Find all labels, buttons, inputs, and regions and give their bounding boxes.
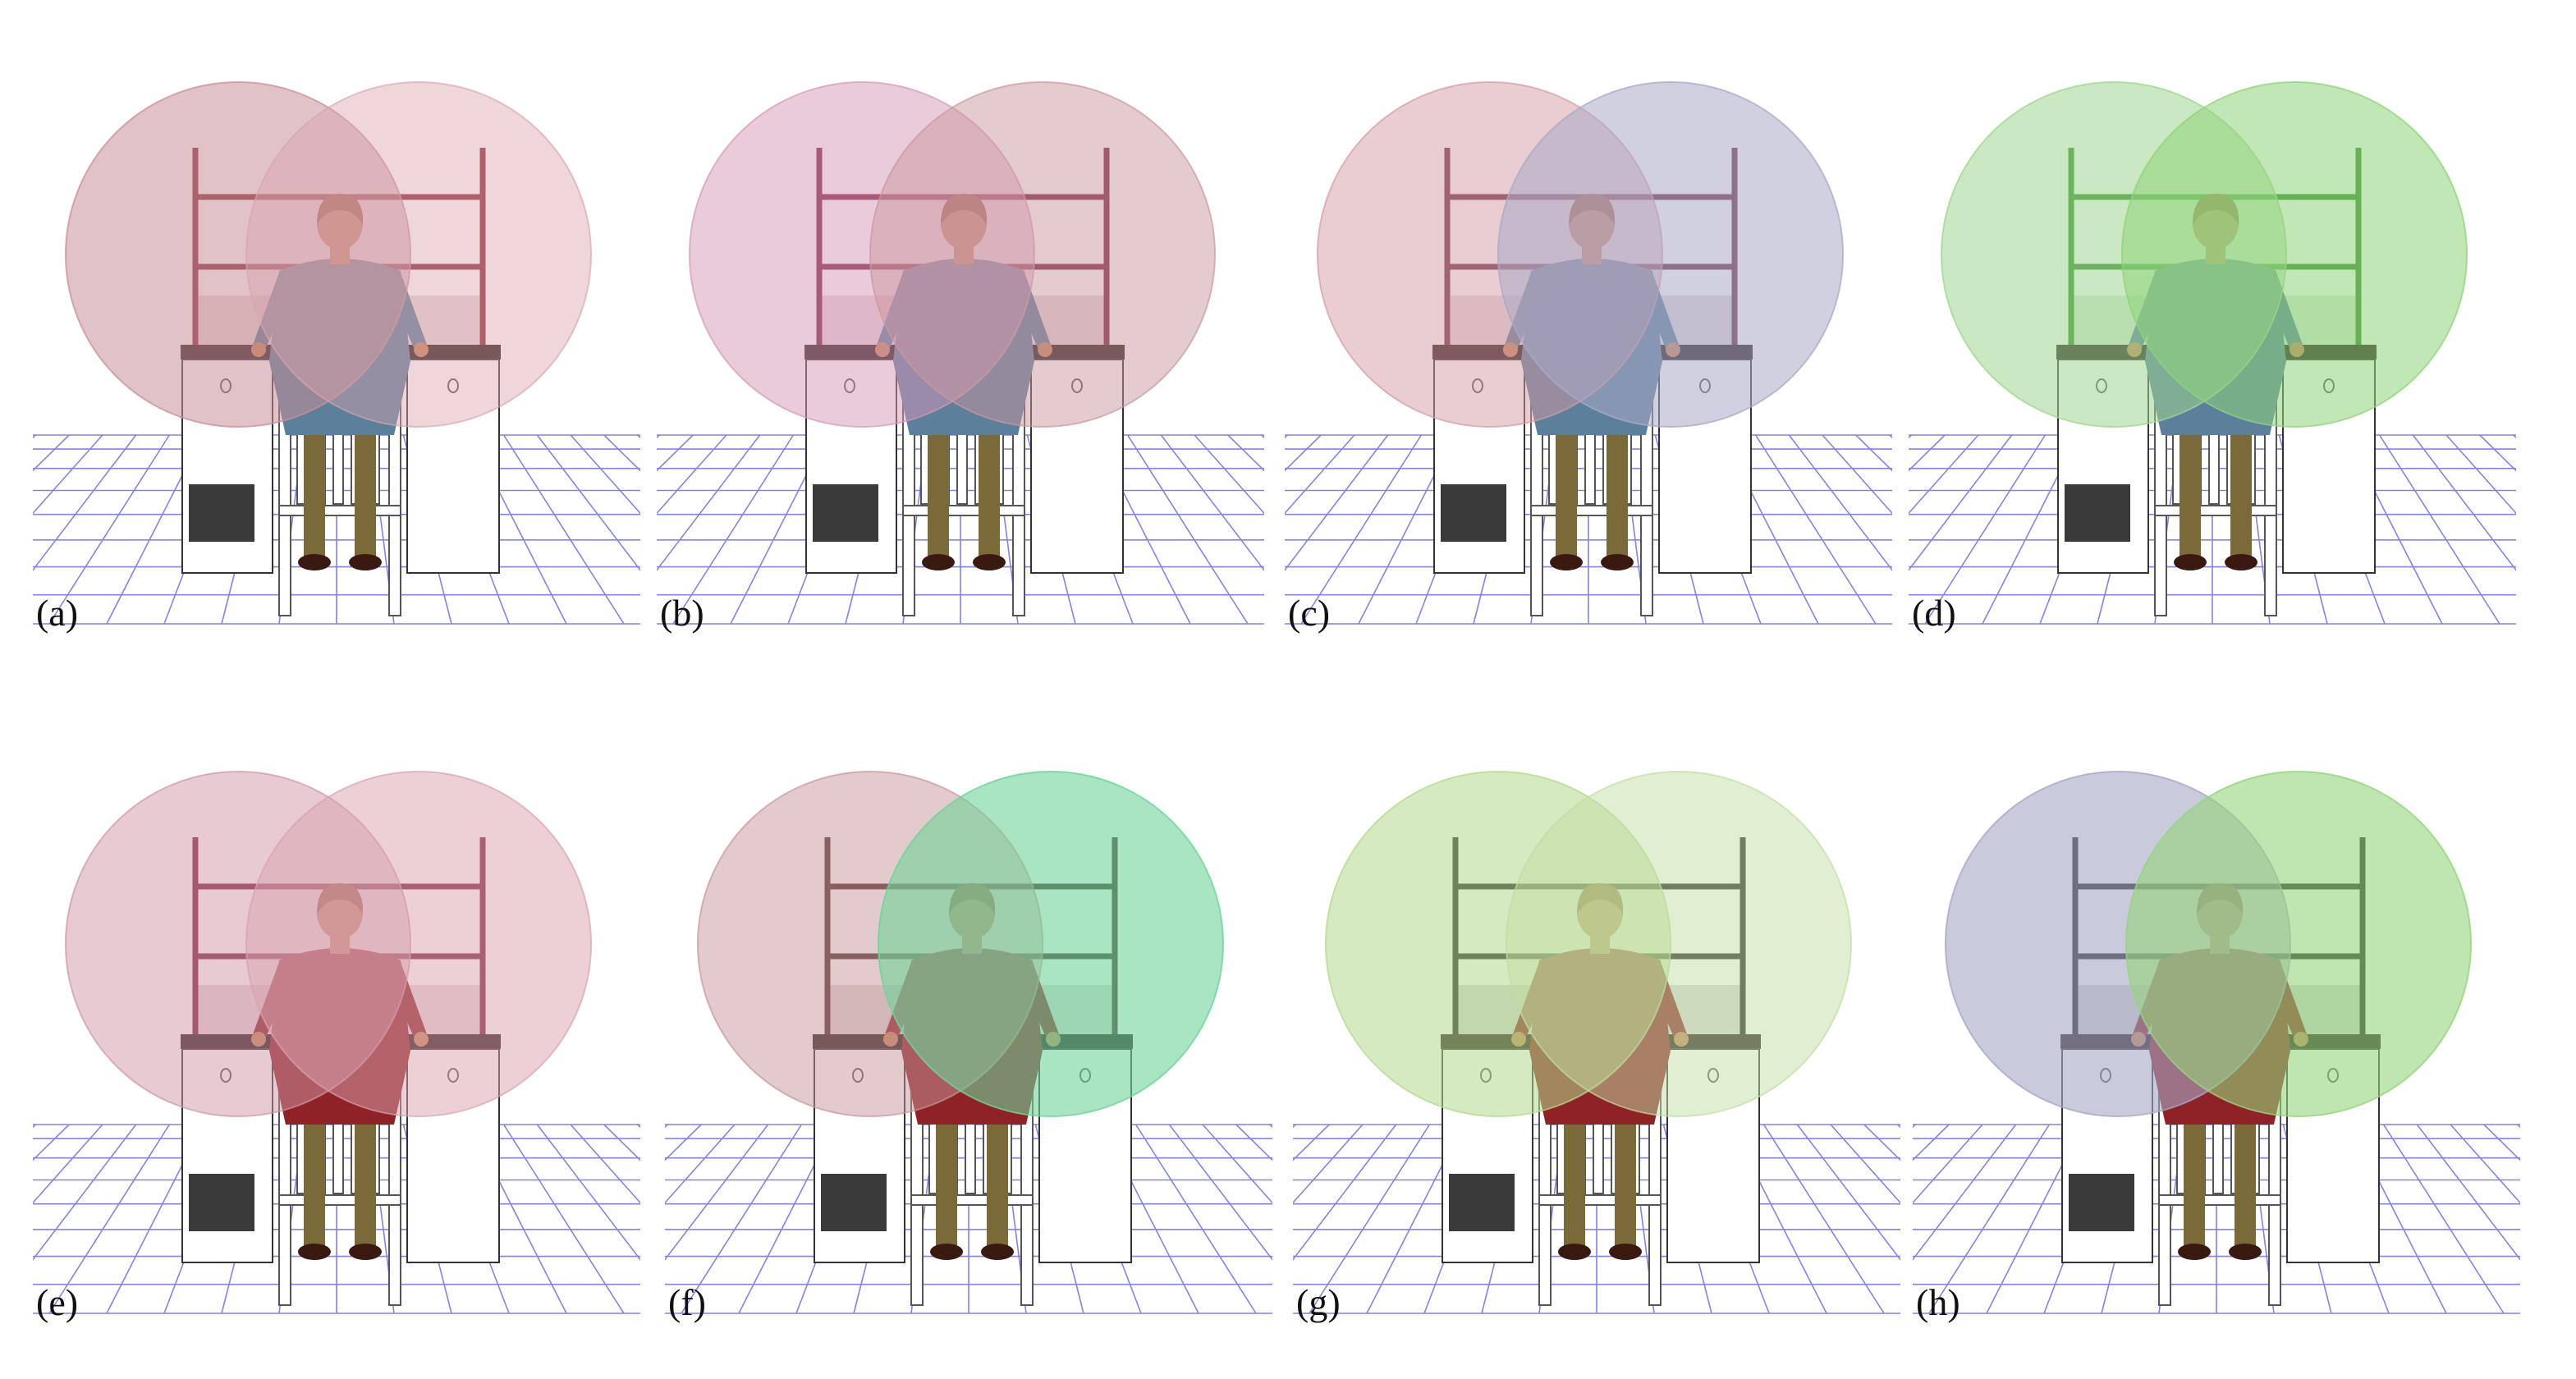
left-reach-sphere xyxy=(65,81,411,428)
panel-e: (e) xyxy=(33,739,640,1330)
panel-g: (g) xyxy=(1293,739,1900,1330)
scene-image xyxy=(1913,739,2520,1330)
scene-image xyxy=(1909,49,2516,640)
panel-label: (d) xyxy=(1912,592,1956,634)
panel-label: (f) xyxy=(668,1281,706,1323)
right-reach-sphere xyxy=(1497,81,1844,428)
panel-c: (c) xyxy=(1285,49,1892,640)
scene-image xyxy=(1285,49,1892,640)
right-reach-sphere xyxy=(878,771,1224,1117)
scene-image xyxy=(33,739,640,1330)
right-reach-sphere xyxy=(2121,81,2468,428)
scene-image xyxy=(33,49,640,640)
scene-image xyxy=(665,739,1272,1330)
panel-label: (h) xyxy=(1916,1281,1960,1323)
right-reach-sphere xyxy=(245,771,592,1117)
panel-label: (g) xyxy=(1296,1281,1341,1323)
panel-h: (h) xyxy=(1913,739,2520,1330)
panel-d: (d) xyxy=(1909,49,2516,640)
scene-image xyxy=(657,49,1264,640)
panel-f: (f) xyxy=(665,739,1272,1330)
right-reach-sphere xyxy=(245,81,592,428)
panel-label: (e) xyxy=(36,1281,79,1323)
panel-label: (b) xyxy=(660,592,704,634)
right-reach-sphere xyxy=(869,81,1216,428)
right-reach-sphere xyxy=(1506,771,1852,1117)
scene-image xyxy=(1293,739,1900,1330)
panel-label: (a) xyxy=(36,592,79,634)
panel-a: (a) xyxy=(33,49,640,640)
right-reach-sphere xyxy=(2125,771,2472,1117)
panel-b: (b) xyxy=(657,49,1264,640)
panel-label: (c) xyxy=(1288,592,1331,634)
